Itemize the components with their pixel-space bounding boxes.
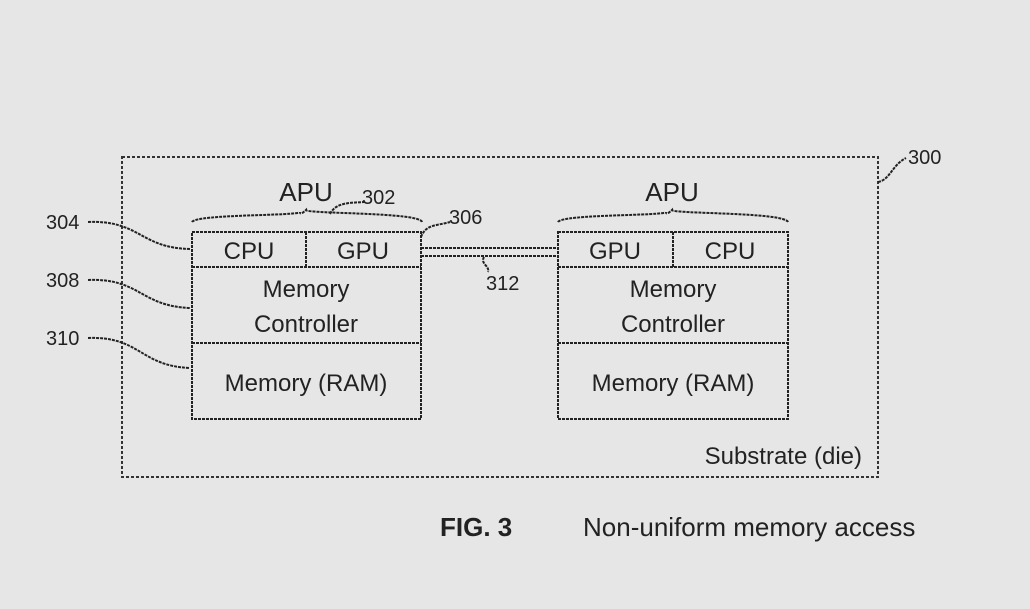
apu-1-controller-line1: Memory	[263, 276, 350, 303]
apu-1-gpu: GPU	[337, 238, 389, 265]
apu-1-cpu: CPU	[224, 238, 275, 265]
apu-1-controller-line2: Controller	[254, 311, 358, 338]
apu-2-controller-line1: Memory	[630, 276, 717, 303]
ref-312: 312	[486, 273, 519, 295]
apu-2-label: APU	[645, 177, 698, 207]
ref-304-leader	[87, 220, 191, 250]
ref-306: 306	[449, 207, 482, 229]
ref-308: 308	[46, 270, 79, 292]
apu-2-brace	[557, 207, 789, 223]
ref-310: 310	[46, 328, 79, 350]
apu-2-cpu: CPU	[705, 238, 756, 265]
apu-2: APU GPU CPU Memory Controller Memory (RA…	[557, 177, 789, 420]
ref-300: 300	[908, 147, 941, 169]
ref-302-leader	[329, 201, 365, 215]
substrate-box	[121, 156, 879, 478]
apu-2-memory: Memory (RAM)	[592, 370, 755, 397]
apu-1-brace	[191, 207, 423, 223]
ref-312-leader	[482, 256, 490, 273]
figure-number: FIG. 3	[440, 512, 512, 542]
ref-302: 302	[362, 187, 395, 209]
apu-1-memory: Memory (RAM)	[225, 370, 388, 397]
figure-caption: Non-uniform memory access	[583, 512, 915, 542]
apu-1: APU 302 CPU GPU Memory Controller Memory…	[191, 177, 423, 420]
apu-2-controller-line2: Controller	[621, 311, 725, 338]
ref-304: 304	[46, 212, 79, 234]
apu-2-gpu: GPU	[589, 238, 641, 265]
substrate-label: Substrate (die)	[705, 443, 862, 470]
ref-310-leader	[87, 336, 191, 369]
ref-308-leader	[87, 278, 191, 309]
ref-300-leader	[877, 157, 907, 183]
ref-306-leader	[420, 221, 451, 238]
apu-1-label: APU	[279, 177, 332, 207]
